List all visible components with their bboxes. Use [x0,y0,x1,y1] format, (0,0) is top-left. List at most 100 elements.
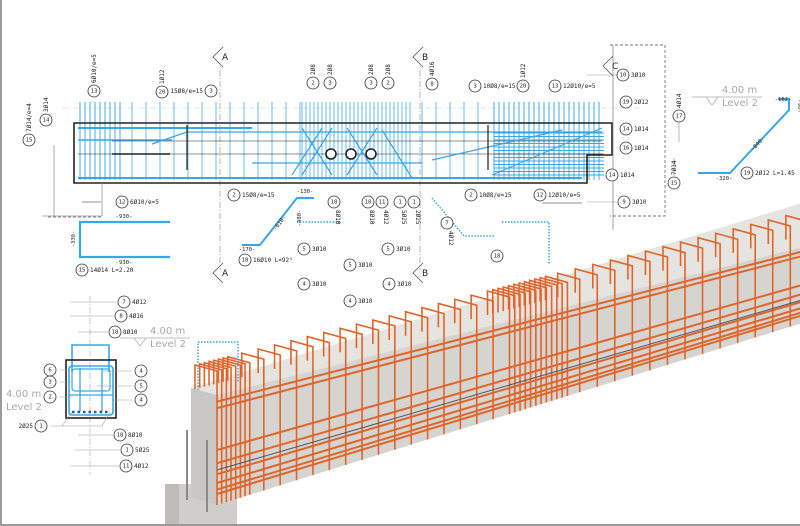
dimension-label: -90- [796,99,800,112]
3d-stirrup [767,218,792,327]
rebar-callout[interactable]: 3 2Ø8 [323,64,337,90]
3d-stirrup [203,361,228,503]
callout-circle [113,428,127,442]
callout-label: 3Ø10 [632,199,647,206]
callout-number: 6 [48,368,51,374]
callout-circle [381,76,395,90]
callout-label: 2Ø8 [368,64,375,75]
callout-circle [117,295,131,309]
3d-stirrup [437,302,462,430]
dotted-link [297,221,550,265]
rebar-callout[interactable]: 4 [134,393,148,407]
rebar-callout[interactable]: 5 [134,379,148,393]
callout-number: 14 [609,173,616,179]
callout-label: 3Ø10 [312,281,327,288]
callout-number: 1 [39,424,42,430]
callout-number: 3 [328,81,331,87]
callout-number: 5 [302,247,305,253]
callout-label: 10Ø8/e=15 [479,192,512,199]
callout-circle [323,76,337,90]
3d-stirrup [322,331,347,465]
rebar-callout[interactable]: 14 1Ø14 [605,168,635,182]
callout-circle [740,166,754,180]
3d-stirrup [627,254,651,371]
bar-shapes [78,98,790,259]
callout-circle [22,133,36,147]
callout-number: 2 [469,193,472,199]
rebar-callout[interactable]: 6 [43,363,57,377]
rebar-callout[interactable]: 18 [490,249,504,263]
rebar-callout[interactable]: 4 [134,364,148,378]
callout-circle [619,95,633,109]
callout-number: 18 [242,258,249,264]
section-marker: A [212,262,229,284]
dotted-link-18 [431,197,494,237]
dimension-label: -610- [273,215,288,232]
section-marker-label: A [222,53,229,63]
callout-circle [227,188,241,202]
3d-stirrup [222,356,246,497]
section-outline [65,359,117,419]
callout-label: 15Ø8/e=15 [242,192,275,199]
callout-circle [619,122,633,136]
callout-number: 11 [123,464,130,470]
callout-label: 3Ø10 [396,246,411,253]
rebar-callout[interactable]: 2 [43,390,57,404]
rebar-callout[interactable]: 2 10Ø8/e=15 [464,188,512,202]
dimension-label: -170- [239,247,256,253]
rebar-callout[interactable]: 3 [43,375,57,389]
callout-number: 10 [620,73,627,79]
callout-label: 2Ø8 [327,64,334,75]
callout-circle [43,375,57,389]
3d-stirrup [714,232,739,344]
callout-label: 1Ø14 [620,172,635,179]
3d-stirrup [404,310,429,440]
callout-number: 15 [671,181,678,187]
